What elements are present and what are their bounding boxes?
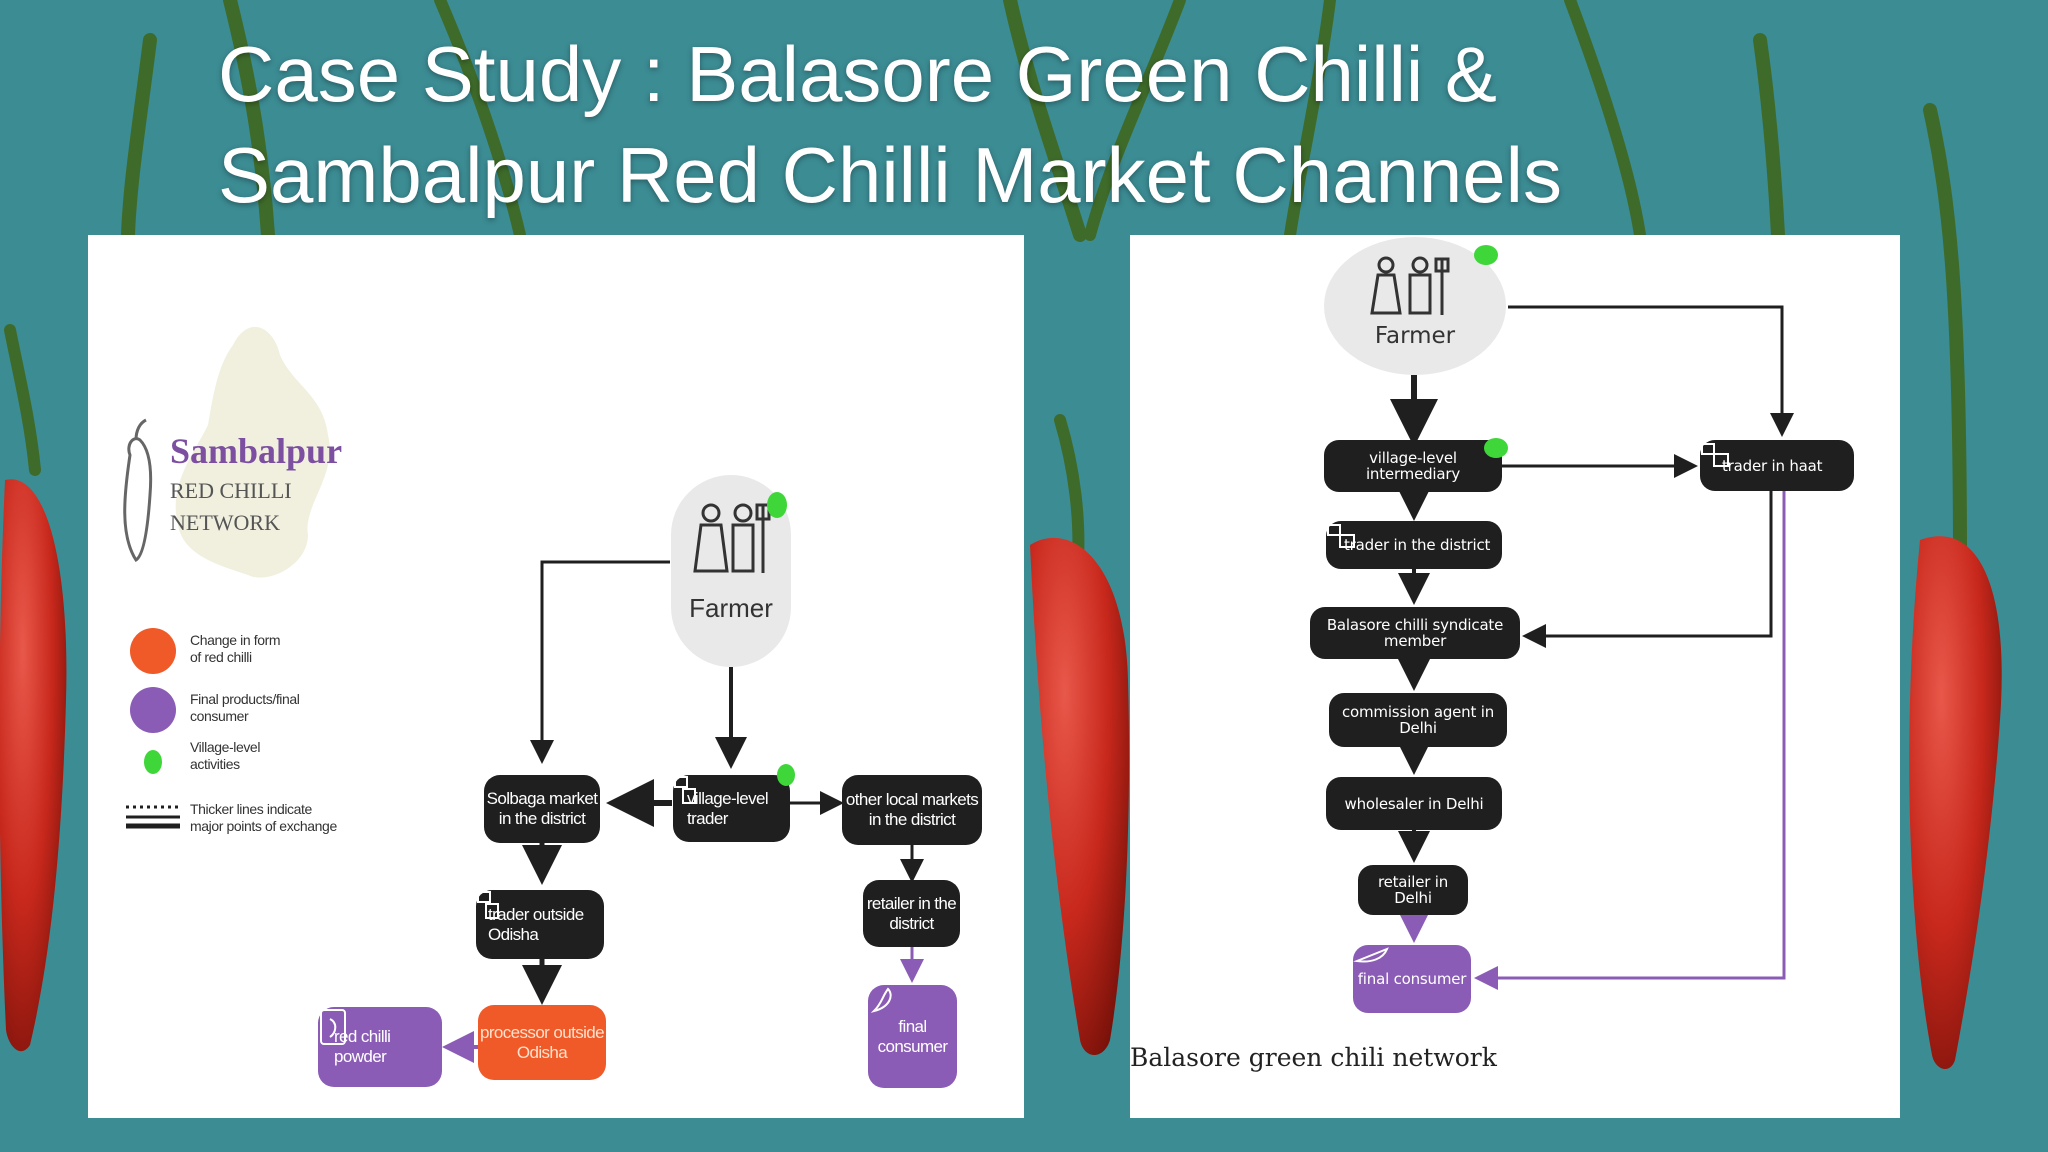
node-wholesaler-delhi: wholesaler in Delhi bbox=[1326, 777, 1502, 830]
farmer-couple-icon bbox=[693, 503, 771, 573]
chilli-stems bbox=[4, 0, 1967, 567]
legend-orange-label: Change in form of red chilli bbox=[190, 632, 281, 665]
sambalpur-farmer-green-dot bbox=[767, 492, 787, 518]
village-trader-green-dot bbox=[777, 764, 795, 786]
sambalpur-logo-line2: NETWORK bbox=[170, 510, 280, 535]
node-balasore-final-consumer: final consumer bbox=[1353, 945, 1471, 1013]
node-processor-outside-odisha: processor outside Odisha bbox=[478, 1005, 606, 1080]
balasore-farmer-green-dot bbox=[1474, 245, 1498, 265]
balasore-connectors bbox=[1390, 305, 1794, 990]
node-red-chilli-powder: red chilli powder bbox=[318, 1007, 442, 1087]
chilli-outline-icon bbox=[123, 418, 153, 563]
node-other-local-markets: other local markets in the district bbox=[842, 775, 982, 845]
legend-swatch-orange bbox=[130, 628, 176, 674]
sambalpur-network-diagram: Sambalpur RED CHILLI NETWORK Change in f… bbox=[88, 235, 1024, 1118]
sambalpur-logo-line1: RED CHILLI bbox=[170, 478, 292, 503]
farmer-couple-icon bbox=[1370, 256, 1450, 315]
title-line-2: Sambalpur Red Chilli Market Channels bbox=[218, 131, 1562, 219]
balasore-caption: Balasore green chili network bbox=[1130, 1043, 1497, 1072]
legend-swatch-green bbox=[144, 750, 162, 774]
red-chillies bbox=[0, 479, 2002, 1070]
legend-swatch-purple bbox=[130, 687, 176, 733]
node-village-level-trader: village-level trader bbox=[673, 775, 790, 842]
node-trader-in-haat: trader in haat bbox=[1700, 440, 1854, 491]
title-line-1: Case Study : Balasore Green Chilli & bbox=[218, 30, 1497, 118]
node-commission-agent-delhi: commission agent in Delhi bbox=[1329, 693, 1507, 747]
balasore-farmer-label: Farmer bbox=[1374, 323, 1456, 349]
node-balasore-chilli-syndicate: Balasore chilli syndicate member bbox=[1310, 607, 1520, 659]
node-retailer-delhi: retailer in Delhi bbox=[1358, 865, 1468, 915]
intermediary-green-dot bbox=[1484, 438, 1508, 458]
legend-lines-label: Thicker lines indicate major points of e… bbox=[190, 801, 337, 834]
odisha-map-silhouette bbox=[175, 326, 330, 578]
node-trader-in-district: trader in the district bbox=[1326, 521, 1502, 569]
legend-green-label: Village-level activities bbox=[190, 739, 261, 772]
node-village-level-intermediary: village-level intermediary bbox=[1324, 440, 1502, 492]
sambalpur-connectors bbox=[123, 326, 924, 1063]
legend-purple-label: Final products/final consumer bbox=[190, 691, 300, 724]
sambalpur-farmer-label: Farmer bbox=[689, 593, 773, 623]
node-solbaga-market: Solbaga market in the district bbox=[484, 775, 600, 843]
sambalpur-logo-title: Sambalpur bbox=[170, 431, 343, 471]
node-trader-outside-odisha: trader outside Odisha bbox=[476, 890, 604, 959]
node-final-consumer: final consumer bbox=[868, 985, 957, 1088]
balasore-network-diagram: Farmer village-level intermediary trader… bbox=[1130, 235, 1900, 1118]
balasore-farmer-circle: Farmer bbox=[1324, 237, 1506, 375]
node-retailer-district: retailer in the district bbox=[863, 880, 960, 947]
slide-title: Case Study : Balasore Green Chilli & Sam… bbox=[218, 24, 1562, 226]
